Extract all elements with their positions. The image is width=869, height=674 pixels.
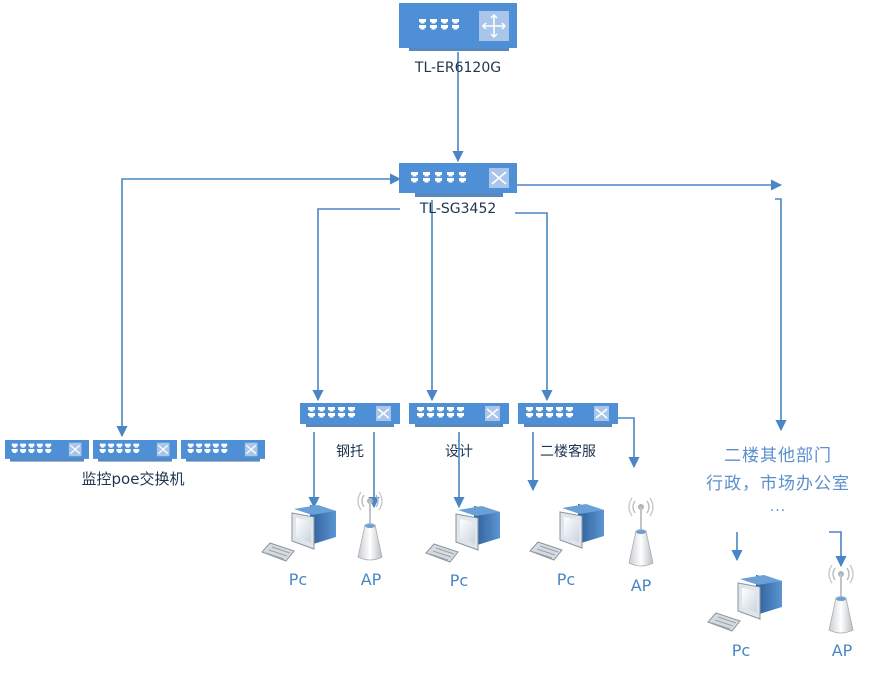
pc-icon [261, 504, 337, 562]
connection-lines [116, 52, 847, 568]
poe-switch-group [5, 440, 265, 462]
department-label-sheji: 设计 [445, 444, 473, 460]
link-kefu-ap [618, 417, 640, 469]
ap-icon [828, 564, 854, 634]
other-departments-line1: 二楼其他部门 [724, 446, 832, 466]
link-other-depts-down [775, 198, 787, 432]
ap-icon [628, 497, 654, 567]
router-label: TL-ER6120G [414, 60, 502, 76]
other-departments-ellipsis: ... [769, 499, 787, 515]
link-core-gangtuo [312, 208, 400, 402]
router-tl-er6120g[interactable] [399, 3, 517, 51]
pc-label: Pc [288, 570, 308, 589]
pc-icon [425, 505, 501, 563]
link-core-kefu [515, 212, 553, 402]
link-other-ap [829, 531, 847, 568]
switch-sheji[interactable] [409, 403, 509, 427]
pc-icon [529, 503, 605, 561]
department-label-kefu: 二楼客服 [540, 444, 596, 460]
department-label-gangtuo: 钢托 [336, 444, 364, 460]
ap-label: AP [360, 570, 382, 589]
switch-icon [489, 168, 509, 188]
pc-label: Pc [449, 571, 469, 590]
other-departments-line2: 行政，市场办公室 [706, 474, 850, 494]
link-core-poe [116, 173, 402, 438]
ap-icon [357, 491, 383, 561]
switch-kefu[interactable] [518, 403, 618, 427]
core-switch-label: TL-SG3452 [419, 201, 497, 217]
pc-label: Pc [731, 641, 751, 660]
poe-switch-2[interactable] [93, 440, 177, 462]
ap-label: AP [630, 576, 652, 595]
poe-switch-3[interactable] [181, 440, 265, 462]
switch-gangtuo[interactable] [300, 403, 400, 427]
core-switch-tl-sg3452[interactable] [399, 163, 517, 197]
ap-label: AP [831, 641, 853, 660]
pc-label: Pc [556, 570, 576, 589]
router-icon [479, 11, 509, 41]
poe-switch-1[interactable] [5, 440, 89, 462]
poe-group-label: 监控poe交换机 [81, 470, 185, 488]
pc-icon [707, 574, 783, 632]
